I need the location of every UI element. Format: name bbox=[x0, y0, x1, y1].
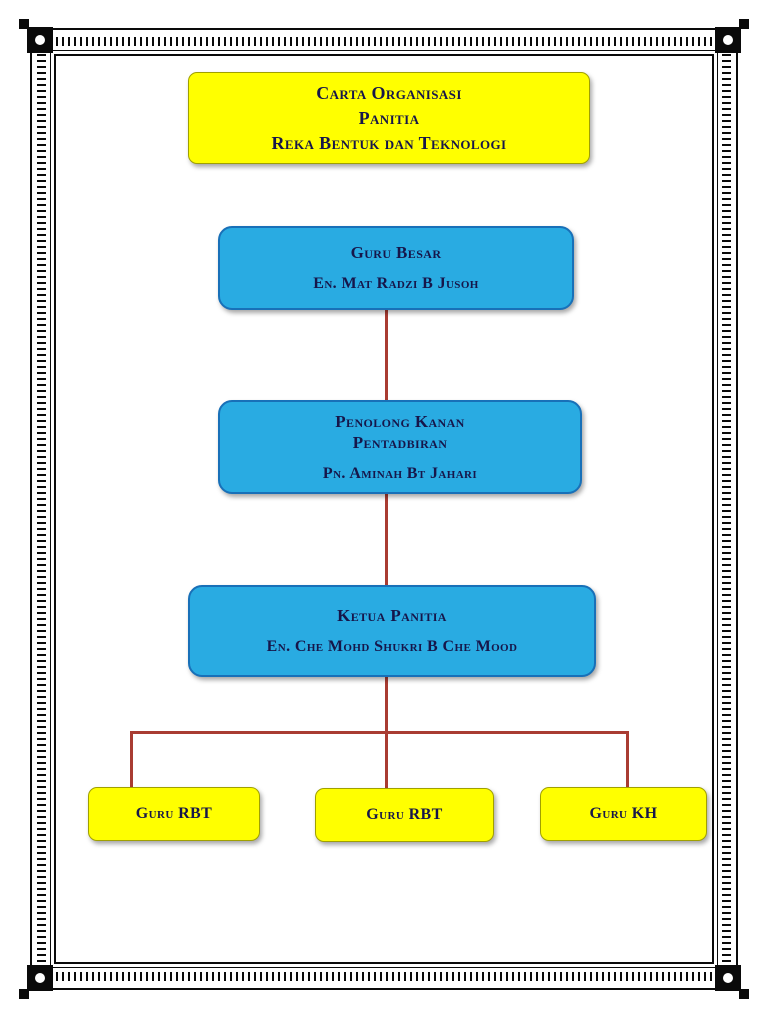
page-border-tickband-left bbox=[37, 44, 46, 974]
page-border-tickband-right bbox=[722, 44, 731, 974]
frame-corner-bottom-right bbox=[715, 965, 749, 999]
connector-guru-besar-to-penolong bbox=[385, 306, 388, 400]
page-border-outer bbox=[30, 28, 738, 990]
node-guru-rbt-1: Guru RBT bbox=[88, 787, 260, 841]
node-penolong-kanan: Penolong Kanan Pentadbiran Pn. Aminah Bt… bbox=[218, 400, 582, 494]
connector-penolong-to-ketua bbox=[385, 490, 388, 585]
node-guru-besar-name: En. Mat Radzi B Jusoh bbox=[313, 275, 479, 292]
node-ketua-name: En. Che Mohd Shukri B Che Mood bbox=[266, 638, 518, 655]
node-guru-rbt-2-label: Guru RBT bbox=[366, 806, 443, 823]
node-penolong-title-line-1: Penolong Kanan bbox=[335, 411, 465, 431]
node-penolong-name: Pn. Aminah Bt Jahari bbox=[322, 464, 478, 482]
chart-title-box: Carta Organisasi Panitia Reka Bentuk dan… bbox=[188, 72, 590, 164]
page-border-tickband-top bbox=[44, 37, 724, 46]
node-guru-besar-title: Guru Besar bbox=[350, 243, 442, 262]
page-border-tickband-bottom bbox=[44, 972, 724, 981]
chart-title-line-3: Reka Bentuk dan Teknologi bbox=[271, 132, 507, 153]
connector-branch-right-stub bbox=[626, 731, 629, 788]
node-guru-besar: Guru Besar En. Mat Radzi B Jusoh bbox=[218, 226, 574, 310]
chart-title-line-1: Carta Organisasi bbox=[316, 82, 462, 103]
node-guru-kh: Guru KH bbox=[540, 787, 707, 841]
node-ketua-panitia: Ketua Panitia En. Che Mohd Shukri B Che … bbox=[188, 585, 596, 677]
node-guru-kh-label: Guru KH bbox=[589, 805, 658, 822]
node-ketua-title: Ketua Panitia bbox=[337, 606, 447, 625]
node-guru-rbt-2: Guru RBT bbox=[315, 788, 494, 842]
page-border-inner-line bbox=[50, 50, 718, 968]
connector-ketua-to-branch bbox=[385, 673, 388, 788]
frame-corner-bottom-left bbox=[19, 965, 53, 999]
node-guru-rbt-1-label: Guru RBT bbox=[135, 805, 213, 822]
page-border-inner-thick-line bbox=[54, 54, 714, 964]
frame-corner-top-left bbox=[19, 19, 53, 53]
frame-corner-top-right bbox=[715, 19, 749, 53]
connector-branch-horizontal bbox=[130, 731, 629, 734]
connector-branch-left-stub bbox=[130, 731, 133, 788]
node-penolong-title-line-2: Pentadbiran bbox=[352, 432, 448, 452]
chart-title-line-2: Panitia bbox=[358, 107, 420, 128]
